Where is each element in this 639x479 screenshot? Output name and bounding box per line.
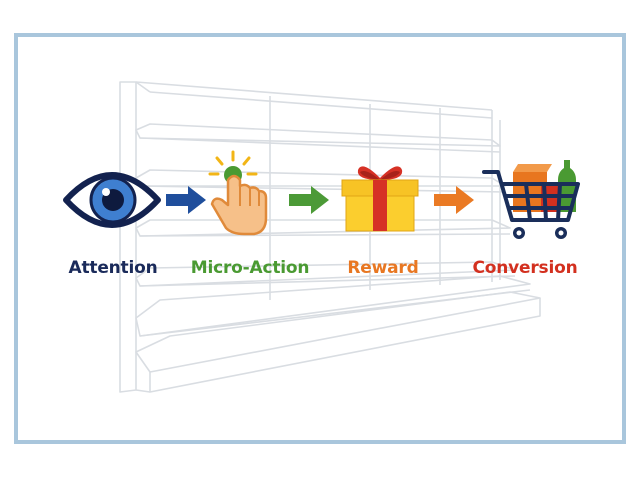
arrow-1-icon (166, 186, 206, 214)
gift-icon (341, 166, 419, 232)
shopping-cart-icon (482, 160, 580, 239)
empty-shelf-illustration (119, 81, 541, 393)
step-label-attention: Attention (68, 258, 158, 278)
diagram-frame (14, 33, 626, 444)
arrow-2-icon (289, 186, 329, 214)
step-label-micro-action: Micro-Action (190, 258, 310, 278)
arrow-3-icon (434, 186, 474, 214)
step-label-reward: Reward (347, 258, 419, 278)
tap-hand-icon (208, 150, 268, 236)
eye-icon (63, 172, 161, 228)
step-label-conversion: Conversion (472, 258, 578, 278)
